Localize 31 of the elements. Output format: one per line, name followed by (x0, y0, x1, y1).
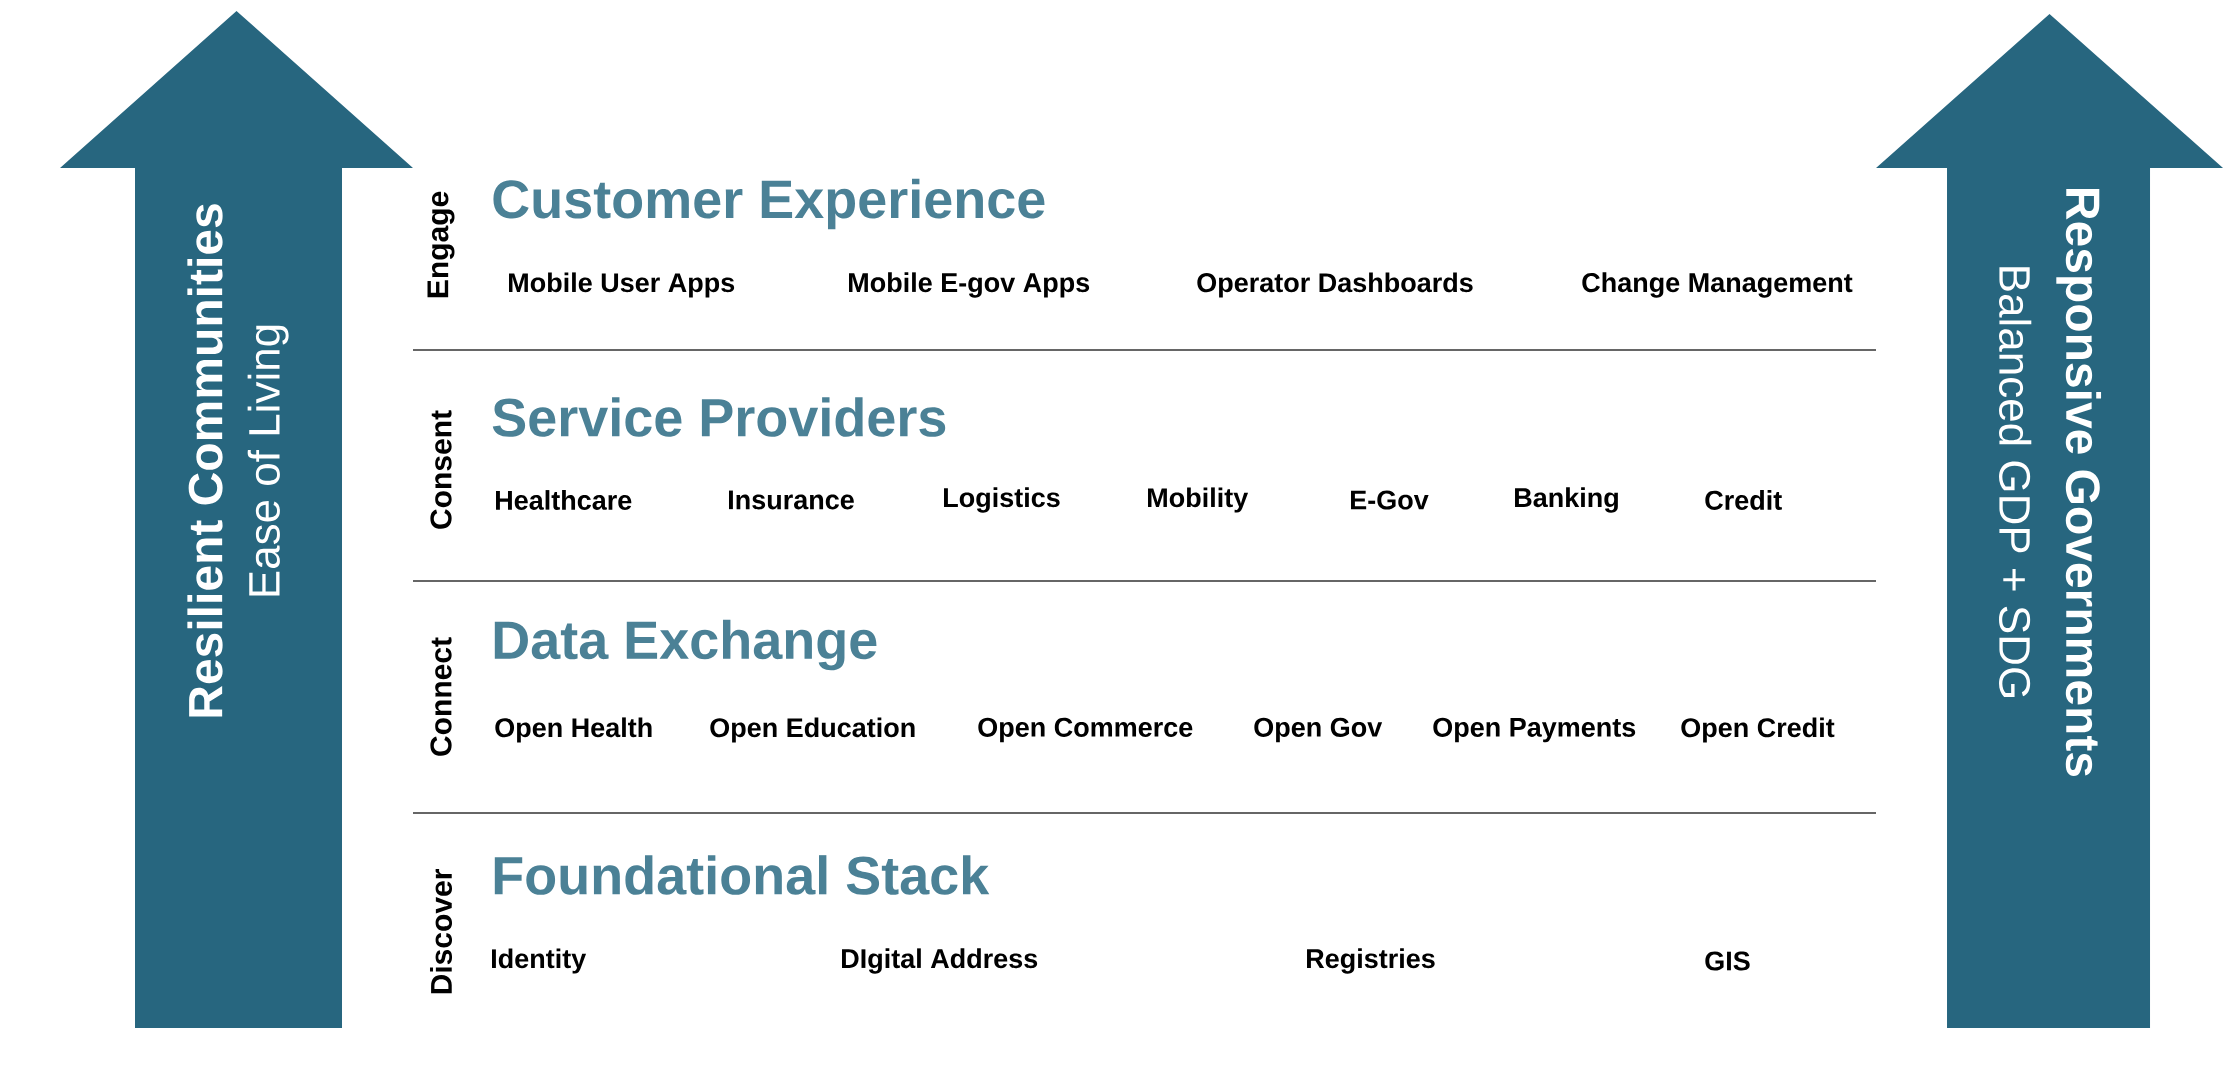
item-label: Operator Dashboards (1197, 272, 1473, 298)
item-label: Mobile User Apps (509, 272, 735, 298)
layer-side-label: Consent (430, 410, 452, 529)
layer-side-label: Connect (430, 637, 452, 756)
layer-title: Service Providers (492, 397, 946, 437)
item-label: Open Education (710, 717, 915, 743)
arrow-banner: Responsive Governments Balanced GDP + SDG (1876, 14, 2224, 1028)
item-label: Open Credit (1681, 717, 1835, 743)
item-label: DIgital Address (842, 948, 1038, 974)
item-label: Mobile E-gov Apps (849, 272, 1090, 298)
item-label: Healthcare (496, 490, 632, 510)
item-label: Open Gov (1254, 717, 1383, 743)
layer-title: Customer Experience (493, 178, 1045, 230)
item-label: Open Payments (1433, 717, 1636, 743)
item-label: Open Health (495, 717, 652, 743)
arrow-banner: Resilient Communities Ease of Living (60, 11, 413, 1028)
item-label: Insurance (729, 490, 854, 510)
item-label: Change Management (1582, 272, 1853, 298)
item-label: Registries (1307, 948, 1435, 974)
item-label: Mobility (1148, 487, 1249, 513)
item-label: E-Gov (1351, 490, 1429, 510)
item-label: Open Commerce (978, 717, 1193, 743)
item-label: GIS (1705, 951, 1750, 971)
item-label: Identity (492, 948, 587, 974)
layer-title: Foundational Stack (494, 855, 990, 895)
layer-side-label: Engage (427, 191, 455, 298)
item-label: Credit (1705, 490, 1782, 510)
layer-side-label: Discover (430, 869, 453, 994)
item-label: Banking (1515, 487, 1618, 513)
layer-title: Data Exchange (494, 619, 877, 671)
item-label: Logistics (944, 487, 1060, 513)
